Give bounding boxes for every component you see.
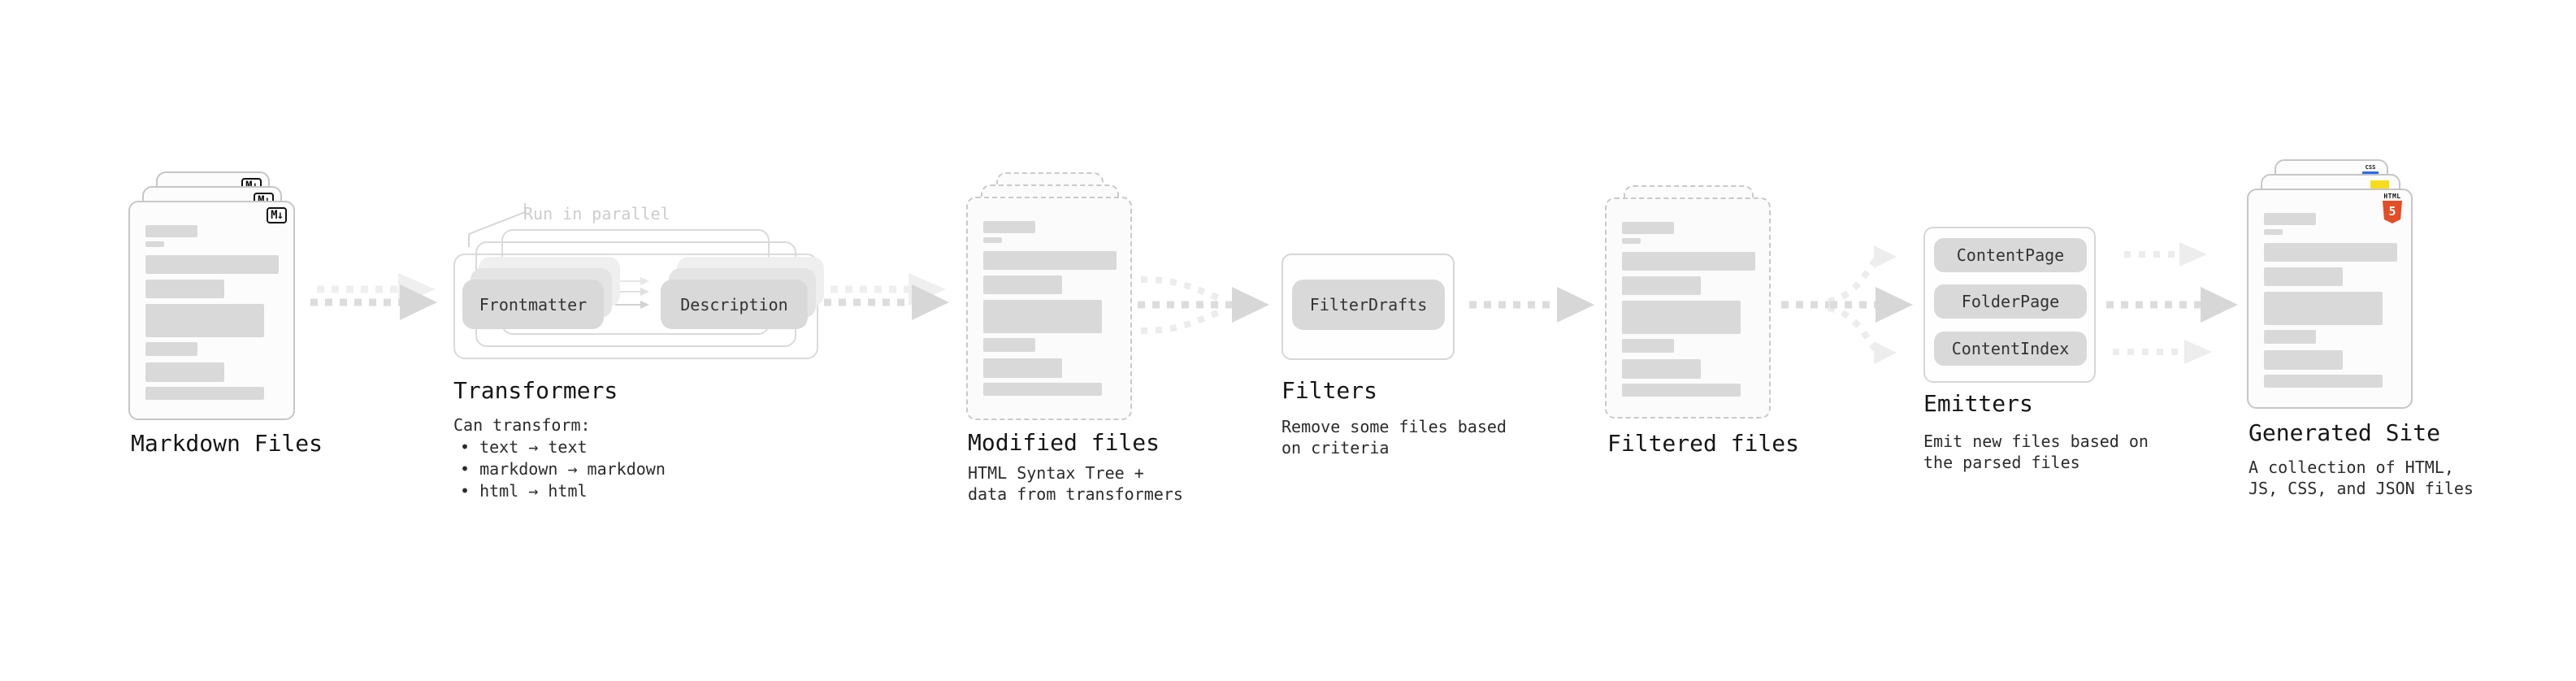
skeleton-line (1622, 252, 1755, 271)
stage-label-markdown: Markdown Files (131, 430, 323, 457)
modified-caption-line: data from transformers (968, 484, 1183, 504)
skeleton-line (2264, 213, 2316, 225)
css-badge-underline (2362, 171, 2379, 174)
modified-caption-line: HTML Syntax Tree + (968, 463, 1144, 483)
skeleton-line (1622, 384, 1741, 397)
skeleton-line (2264, 375, 2383, 388)
generated-file-card: HTML 5 (2247, 189, 2413, 409)
skeleton-line (145, 342, 197, 356)
skeleton-line (1622, 276, 1701, 295)
modified-file-card (966, 197, 1132, 420)
skeleton-line (983, 237, 1002, 243)
arrow-emitters-to-generated (2106, 242, 2238, 364)
emitter-pill-contentindex: ContentIndex (1934, 332, 2087, 366)
css-badge-icon: CSS (2362, 165, 2379, 174)
skeleton-line (983, 221, 1035, 233)
html5-badge-icon: HTML 5 (2382, 193, 2403, 223)
skeleton-line (2264, 330, 2316, 344)
skeleton-line (1622, 238, 1641, 244)
skeleton-line (145, 304, 264, 337)
html5-shield-icon: 5 (2383, 201, 2402, 223)
skeleton-line (2264, 267, 2343, 286)
emitters-caption-line: the parsed files (1923, 453, 2080, 472)
skeleton-line (1622, 339, 1674, 353)
skeleton-line (1622, 301, 1741, 334)
transformers-caption-title: Can transform: (453, 415, 591, 435)
filtered-file-card (1605, 197, 1771, 419)
filters-caption-line: Remove some files based (1281, 417, 1507, 436)
arrow-transformers-to-modified (824, 273, 949, 320)
transformers-bullet: • text → text (460, 437, 588, 457)
generated-caption-line: JS, CSS, and JSON files (2249, 479, 2474, 498)
stage-label-generated: Generated Site (2249, 419, 2441, 446)
stage-label-modified: Modified files (968, 429, 1160, 456)
description-pill: Description (661, 280, 808, 329)
skeleton-line (1622, 359, 1701, 379)
skeleton-line (983, 275, 1062, 294)
skeleton-line (145, 255, 279, 274)
skeleton-line (983, 383, 1102, 396)
transformers-bullet: • markdown → markdown (460, 459, 666, 479)
emitter-pill-contentpage: ContentPage (1934, 238, 2087, 272)
skeleton-line (2264, 229, 2283, 235)
emitters-caption-line: Emit new files based on (1923, 432, 2149, 451)
emitter-pill-folderpage: FolderPage (1934, 284, 2087, 319)
skeleton-line (1622, 222, 1674, 234)
filterdrafts-pill: FilterDrafts (1292, 280, 1445, 330)
arrow-filters-to-filtered (1469, 287, 1594, 323)
arrow-filtered-to-emitters (1781, 245, 1913, 364)
skeleton-line (2264, 350, 2343, 370)
skeleton-line (2264, 292, 2383, 325)
arrow-modified-to-filters (1138, 276, 1269, 334)
arrow-markdown-to-transformers (310, 273, 437, 320)
stage-label-transformers: Transformers (453, 377, 618, 404)
css-badge-label: CSS (2365, 164, 2376, 171)
stage-label-emitters: Emitters (1923, 390, 2033, 417)
markdown-file-card: M↓ (128, 201, 295, 420)
skeleton-line (983, 251, 1117, 270)
stage-label-filters: Filters (1281, 377, 1378, 404)
skeleton-line (145, 241, 164, 247)
markdown-icon: M↓ (267, 207, 287, 223)
skeleton-line (2264, 243, 2397, 262)
skeleton-line (983, 358, 1062, 378)
skeleton-line (983, 338, 1035, 352)
transformers-bullet: • html → html (460, 481, 588, 501)
skeleton-line (145, 225, 197, 237)
run-in-parallel-note: Run in parallel (523, 204, 670, 223)
js-badge-icon (2370, 180, 2389, 191)
html5-badge-label: HTML (2383, 193, 2401, 200)
skeleton-line (145, 387, 264, 400)
stage-label-filtered: Filtered files (1607, 430, 1800, 457)
generated-caption-line: A collection of HTML, (2249, 458, 2454, 477)
skeleton-line (145, 280, 224, 298)
skeleton-line (983, 300, 1102, 333)
frontmatter-pill: Frontmatter (462, 280, 604, 329)
filters-caption-line: on criteria (1281, 438, 1390, 458)
skeleton-line (145, 362, 224, 382)
transformer-stack-box-front (453, 254, 818, 359)
